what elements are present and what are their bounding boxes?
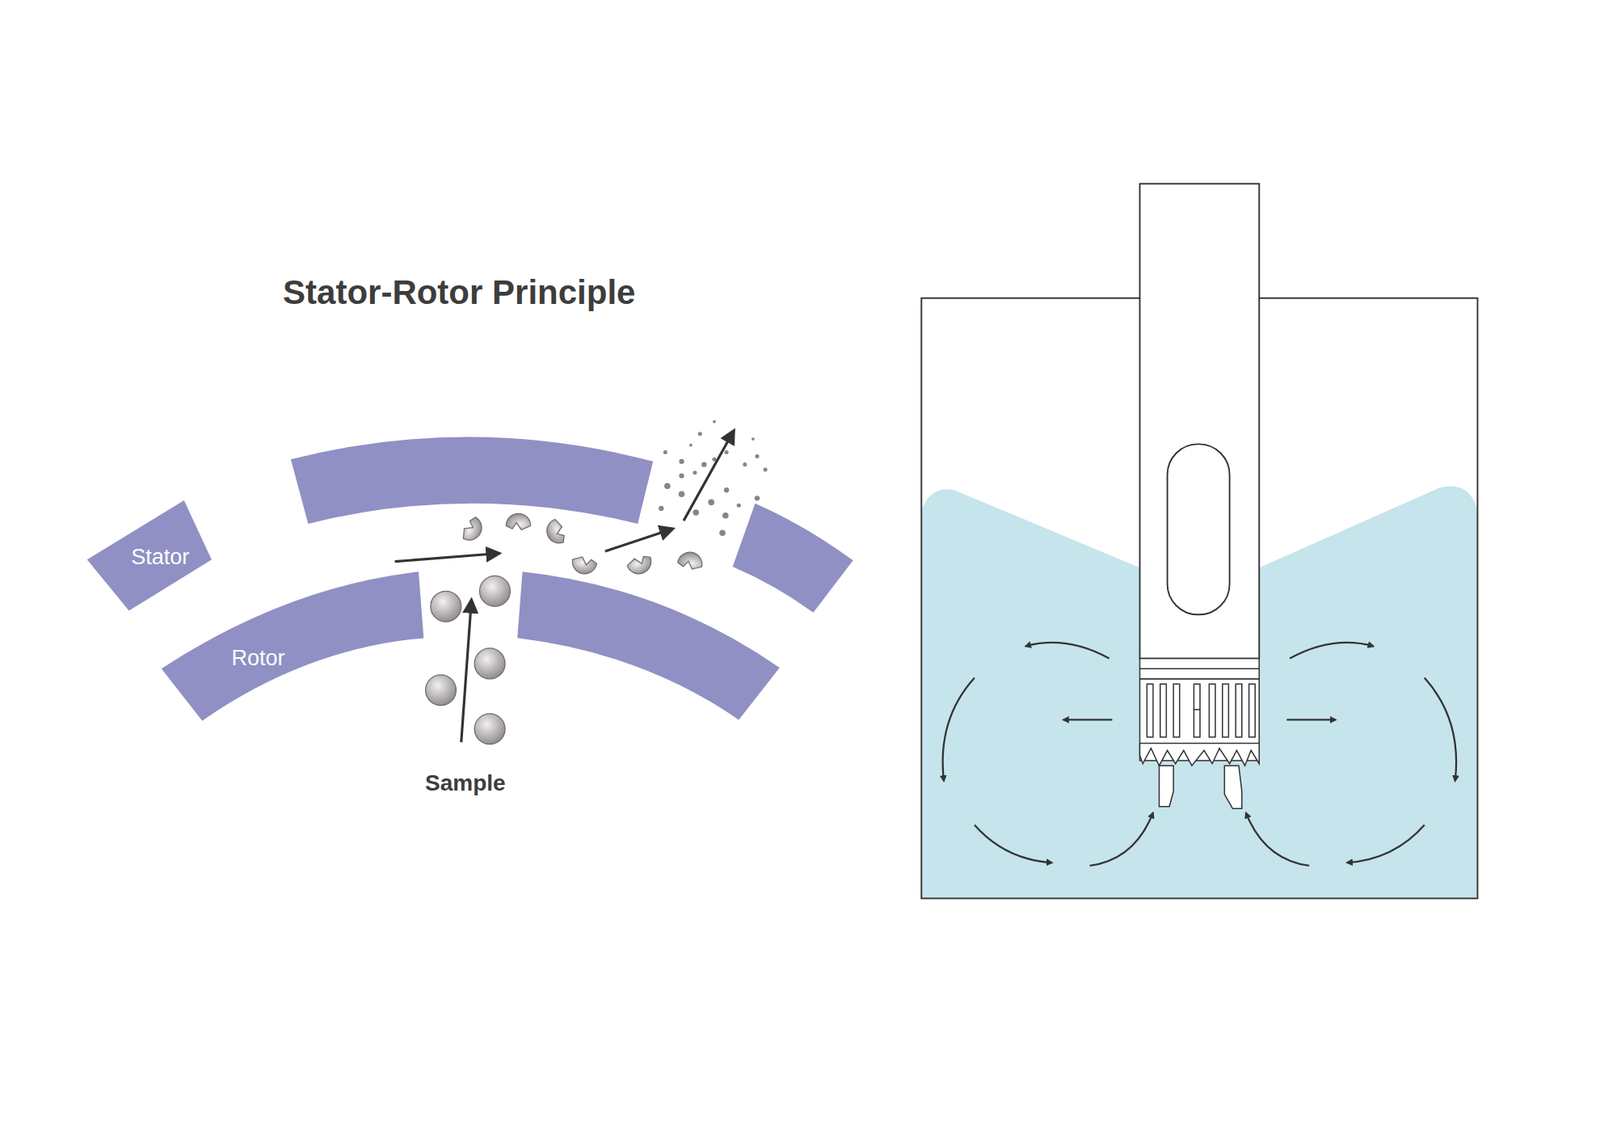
rotor-stator-head: [1139, 658, 1259, 809]
circulation-arrow: [943, 642, 1154, 866]
part-name: Stator: [130, 544, 190, 570]
flow-arrow: [395, 430, 734, 742]
rotor-segment: Rotor: [158, 566, 428, 725]
sample-particles: [425, 575, 511, 744]
segment-outline: [86, 500, 211, 611]
title: Stator-Rotor Principle: [282, 273, 636, 312]
shaft-window: [1167, 443, 1230, 615]
fine-particles: [658, 420, 767, 536]
broken-particles: [459, 513, 704, 577]
stator-segment: Stator: [84, 496, 217, 615]
shaft: [1139, 183, 1259, 658]
segment-outline: [161, 571, 425, 720]
rotor-segment: [517, 571, 780, 720]
segment-shape: [158, 566, 428, 725]
circulation-arrow: [1246, 642, 1457, 866]
part-label: Sample: [425, 770, 506, 796]
part-name: Rotor: [231, 645, 285, 671]
